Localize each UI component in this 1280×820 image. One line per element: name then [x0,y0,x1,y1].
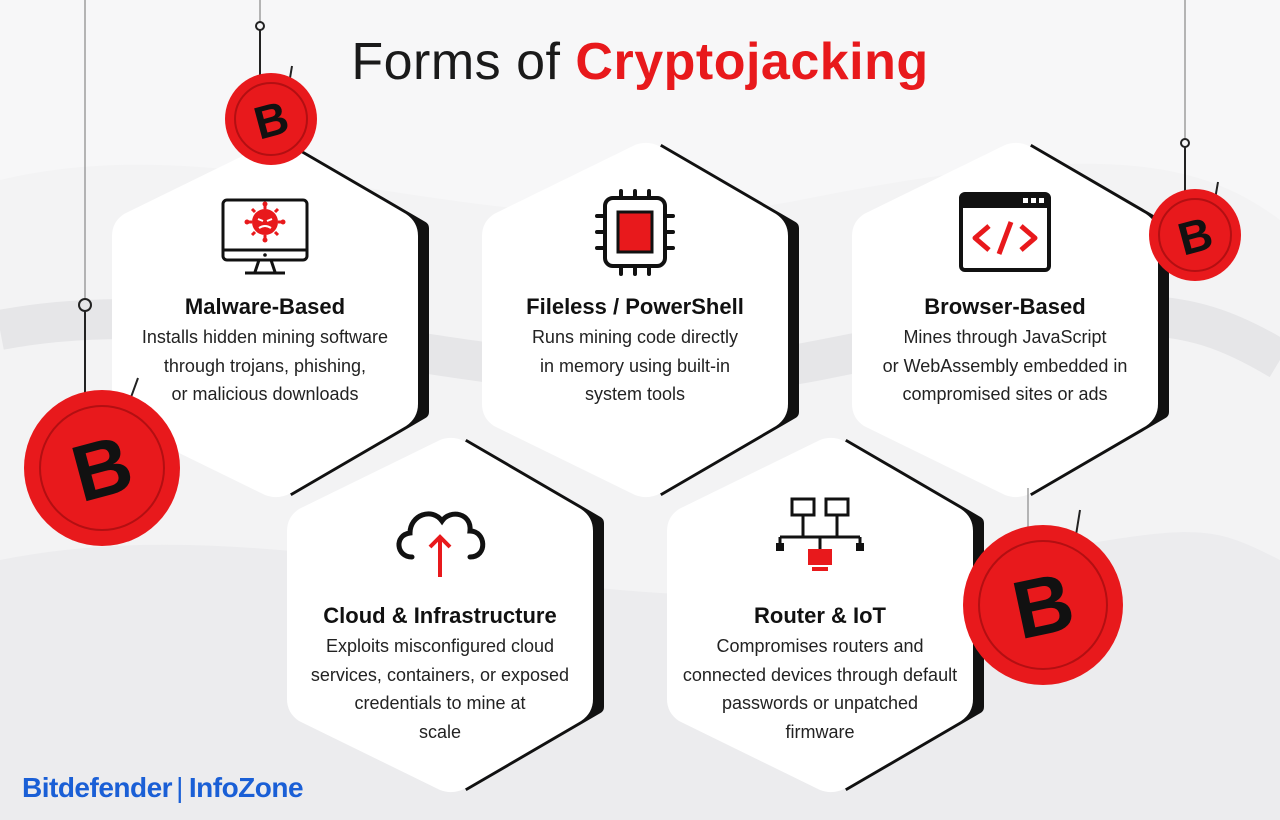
card-title: Fileless / PowerShell [526,294,744,319]
card-fileless-powershell: Fileless / PowerShell Runs mining code d… [470,140,800,500]
card-description: Runs mining code directly in memory usin… [531,327,739,404]
card-description: Mines through JavaScript or WebAssembly … [882,327,1128,404]
brand-separator: | [176,772,183,803]
page-title: Forms of Cryptojacking [0,30,1280,94]
brand-name: Bitdefender [22,772,173,803]
code-window-icon [959,192,1051,272]
card-cloud-infrastructure: Cloud & Infrastructure Exploits misconfi… [275,435,605,795]
title-accent: Cryptojacking [575,33,929,91]
brand-logo: Bitdefender|InfoZone [22,768,304,808]
card-malware-based: Malware-Based Installs hidden mining sof… [100,140,430,500]
card-description: Compromises routers and connected device… [682,636,958,742]
card-title: Router & IoT [754,603,886,628]
card-description: Exploits misconfigured cloud services, c… [310,636,570,742]
bitcoin-coin-icon: B [963,525,1123,685]
card-title: Cloud & Infrastructure [323,603,557,628]
bitcoin-coin-icon: B [1149,189,1241,281]
bitcoin-coin-icon: B [225,73,317,165]
infected-monitor-icon [221,198,309,275]
processor-chip-icon [595,189,675,276]
card-router-iot: Router & IoT Compromises routers and con… [655,435,985,795]
card-title: Malware-Based [184,294,346,319]
card-description: Installs hidden mining software through … [141,327,389,404]
cloud-upload-icon [396,511,486,577]
bitcoin-coin-icon: B [24,390,180,546]
card-title: Browser-Based [924,294,1086,319]
network-devices-icon [776,497,864,571]
title-prefix: Forms of [351,33,561,91]
card-browser-based: Browser-Based Mines through JavaScript o… [840,140,1170,500]
brand-section: InfoZone [188,772,304,803]
